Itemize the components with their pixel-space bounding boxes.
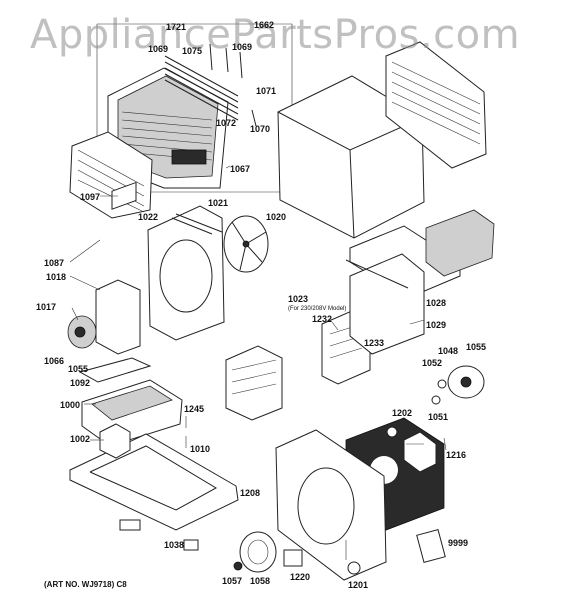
callout-1220: 1220 bbox=[290, 572, 311, 582]
callout-1023-note: (For 230/208V Model) bbox=[288, 306, 347, 312]
callout-1002: 1002 bbox=[70, 434, 91, 444]
callout-1010: 1010 bbox=[190, 444, 211, 454]
callout-1052: 1052 bbox=[422, 358, 443, 368]
callout-1066: 1066 bbox=[44, 356, 65, 366]
callout-1038: 1038 bbox=[164, 540, 185, 550]
orifice-ring-part bbox=[403, 431, 437, 473]
callout-1058: 1058 bbox=[250, 576, 271, 586]
callout-1055-left: 1055 bbox=[68, 364, 89, 374]
blower-wheel-part bbox=[233, 531, 277, 573]
callout-1245: 1245 bbox=[184, 404, 205, 414]
callout-1022: 1022 bbox=[138, 212, 159, 222]
callout-1057: 1057 bbox=[222, 576, 243, 586]
leader-lines bbox=[69, 165, 447, 560]
screws-top-group bbox=[209, 43, 257, 127]
insulation-strip-part bbox=[78, 357, 152, 383]
callout-1662: 1662 bbox=[254, 20, 275, 30]
callout-1048: 1048 bbox=[438, 346, 459, 356]
fan-motor-part bbox=[67, 315, 97, 349]
callout-1075: 1075 bbox=[182, 46, 203, 56]
callout-1055-right: 1055 bbox=[466, 342, 487, 352]
louver-strips-part bbox=[164, 55, 239, 121]
callout-1021: 1021 bbox=[208, 198, 229, 208]
callout-1092: 1092 bbox=[70, 378, 91, 388]
condenser-motor-part bbox=[431, 365, 485, 405]
fan-blade-part bbox=[223, 215, 269, 273]
callout-1071: 1071 bbox=[256, 86, 277, 96]
callout-1208: 1208 bbox=[240, 488, 261, 498]
rear-grille-part bbox=[385, 41, 487, 169]
compressor-bracket-part bbox=[99, 423, 131, 459]
callout-1023: 1023 bbox=[288, 294, 309, 304]
callout-1017: 1017 bbox=[36, 302, 57, 312]
callout-1067: 1067 bbox=[230, 164, 251, 174]
capacitor-bracket-part bbox=[225, 345, 283, 421]
callout-1069-right: 1069 bbox=[232, 42, 253, 52]
callout-1202: 1202 bbox=[392, 408, 413, 418]
callout-1018: 1018 bbox=[46, 272, 67, 282]
callout-1070: 1070 bbox=[250, 124, 271, 134]
callout-1020: 1020 bbox=[266, 212, 287, 222]
misc-hardware bbox=[171, 217, 446, 575]
callout-1072: 1072 bbox=[216, 118, 237, 128]
callout-1232: 1232 bbox=[312, 314, 333, 324]
callout-1051: 1051 bbox=[428, 412, 449, 422]
callout-9999: 9999 bbox=[448, 538, 469, 548]
art-number-footer: (ART NO. WJ9718) C8 bbox=[44, 580, 127, 589]
callout-1216: 1216 bbox=[446, 450, 467, 460]
callout-1028: 1028 bbox=[426, 298, 447, 308]
condenser-shroud-part bbox=[275, 429, 387, 581]
callout-1233: 1233 bbox=[364, 338, 385, 348]
drain-pan-part bbox=[81, 379, 183, 447]
callout-1069-left: 1069 bbox=[148, 44, 169, 54]
base-chassis-part bbox=[69, 433, 239, 531]
callout-1201: 1201 bbox=[348, 580, 369, 590]
callout-1097: 1097 bbox=[80, 192, 101, 202]
watermark-text: AppliancePartsPros.com bbox=[30, 12, 521, 58]
callout-1000: 1000 bbox=[60, 400, 81, 410]
callout-1087: 1087 bbox=[44, 258, 65, 268]
partition-panel-part bbox=[349, 253, 425, 355]
callout-1721: 1721 bbox=[166, 22, 187, 32]
shroud-part bbox=[147, 205, 225, 341]
motor-bracket-part bbox=[95, 181, 141, 355]
callout-1029: 1029 bbox=[426, 320, 447, 330]
